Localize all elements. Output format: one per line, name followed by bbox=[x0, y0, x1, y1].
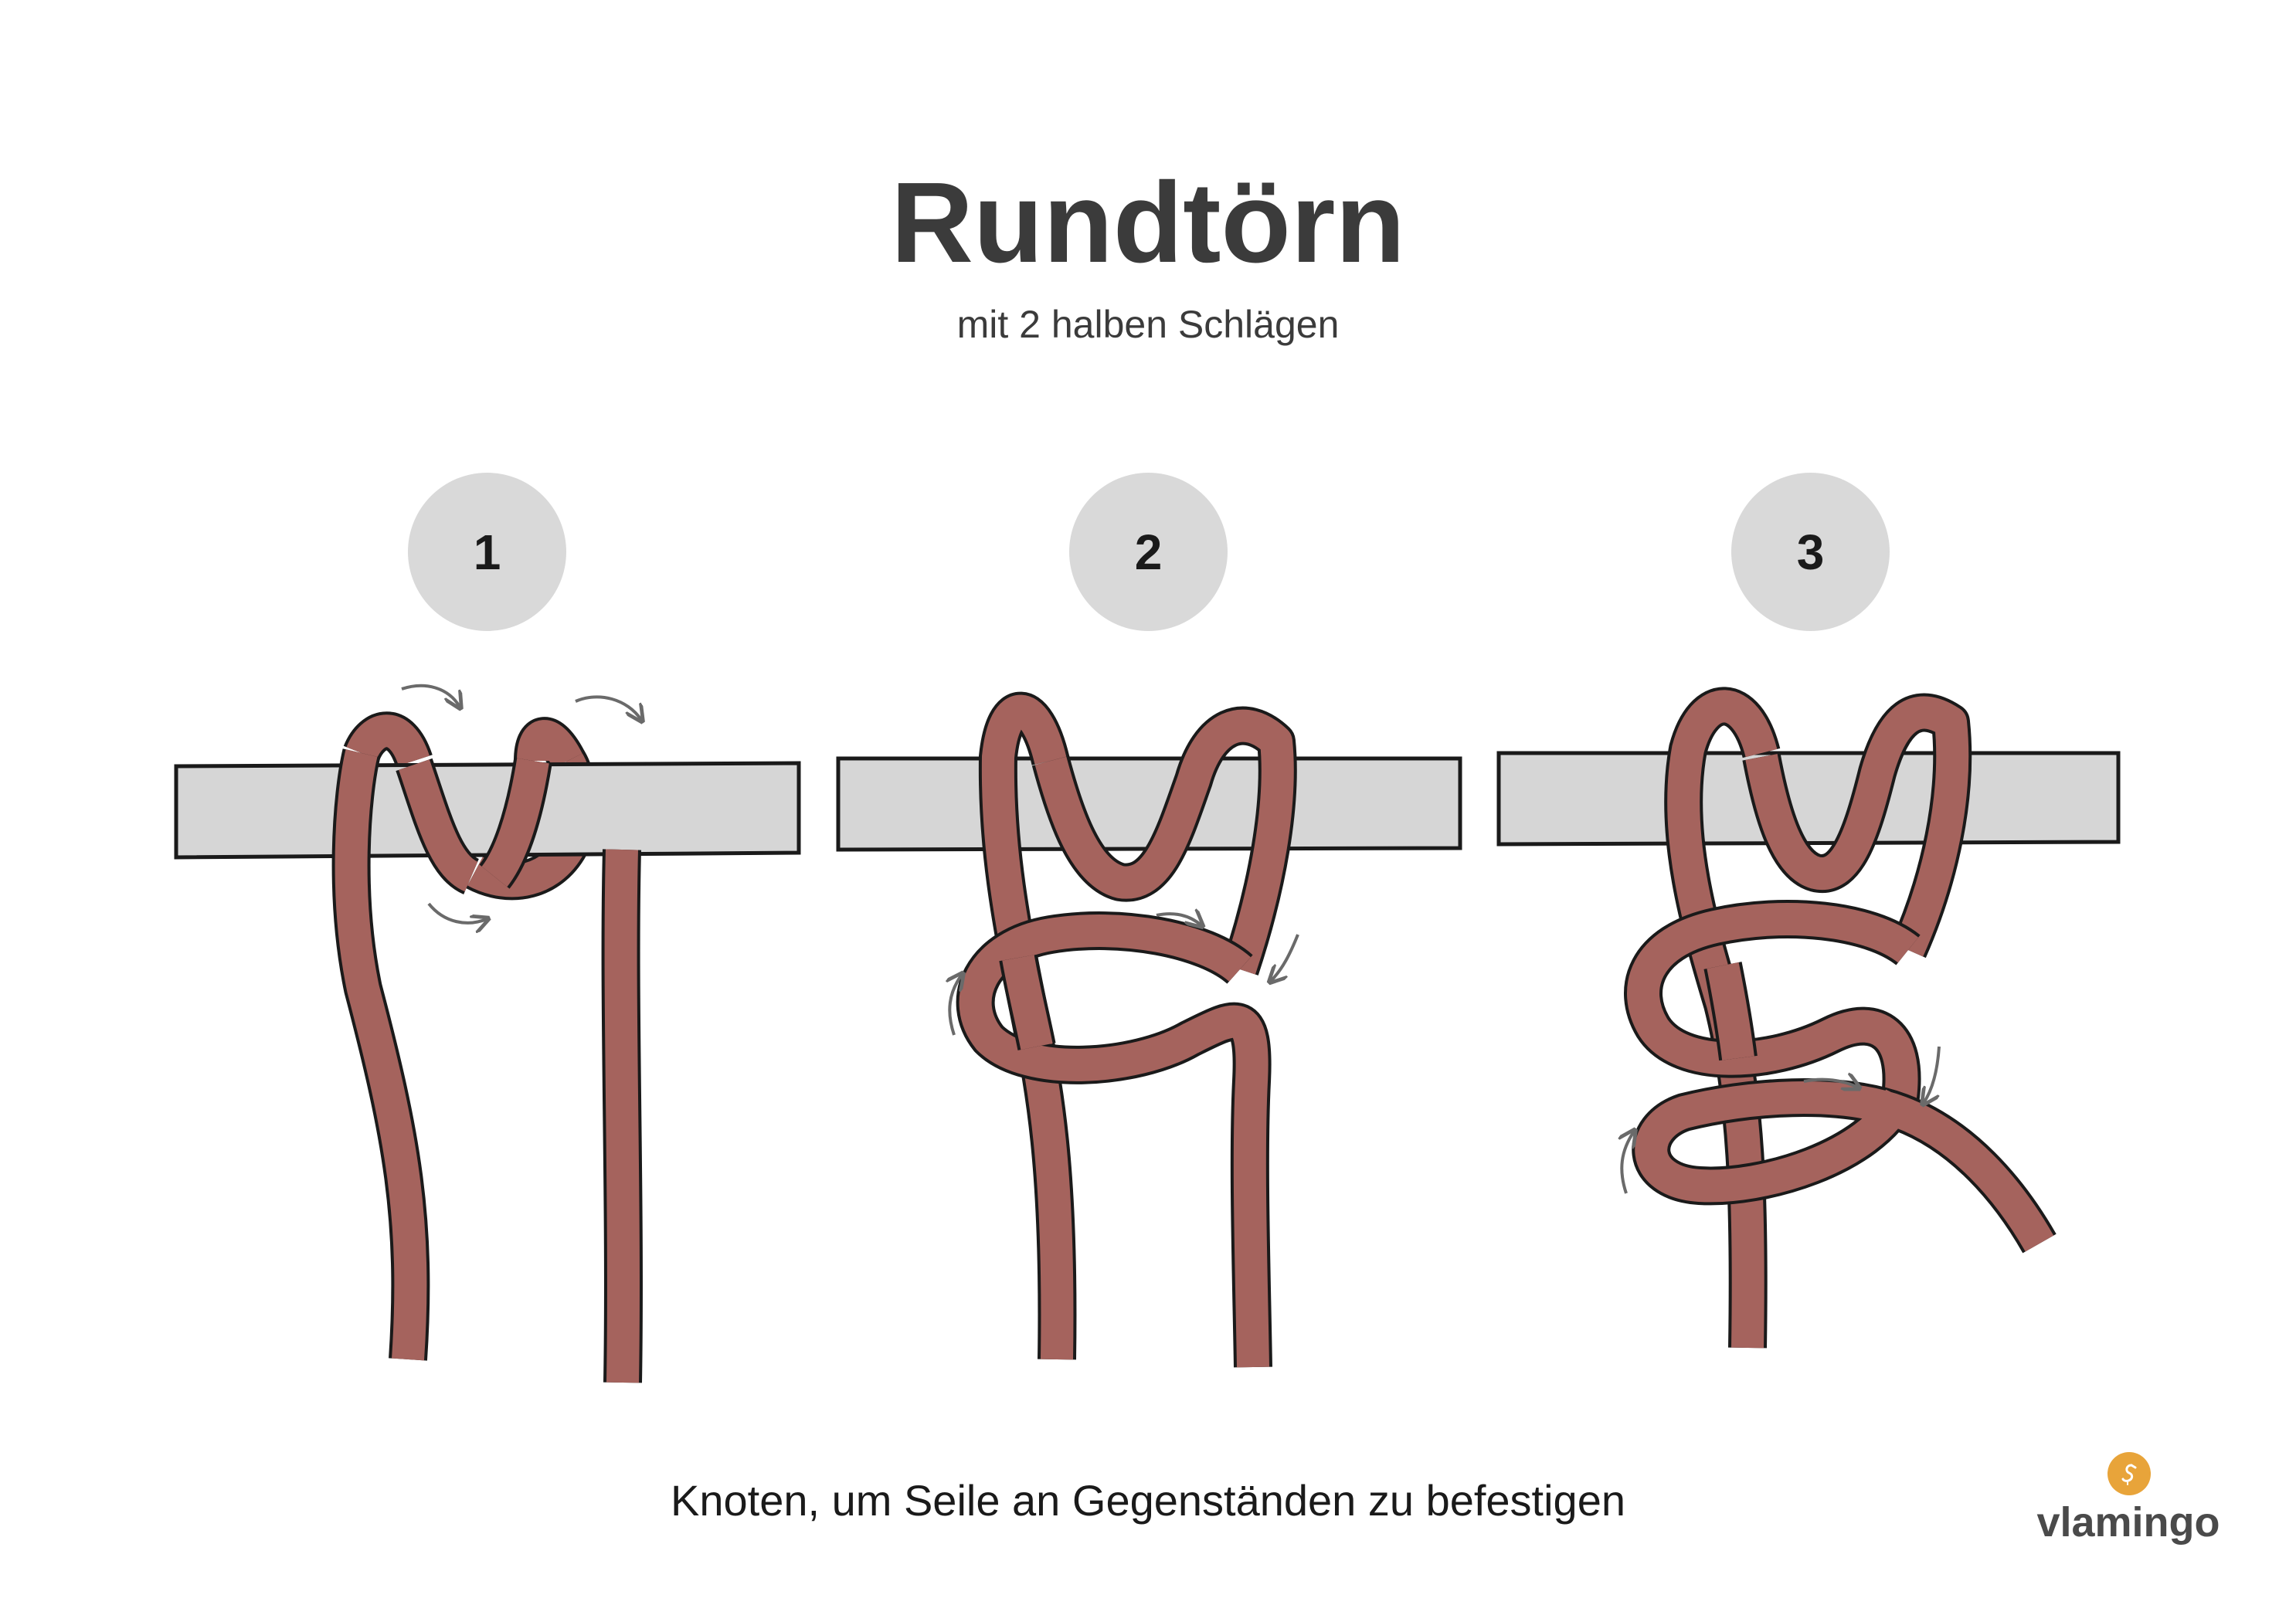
direction-arrow bbox=[1622, 1132, 1634, 1194]
page-title: Rundtörn bbox=[891, 159, 1405, 287]
direction-arrow bbox=[949, 975, 962, 1036]
rope-segment bbox=[481, 758, 549, 887]
brand-logo: vlamingo bbox=[2024, 1452, 2233, 1552]
rope-segment bbox=[399, 759, 479, 892]
direction-arrow bbox=[575, 695, 641, 720]
direction-arrow bbox=[401, 684, 460, 707]
step-number: 1 bbox=[473, 524, 501, 580]
rope-segment bbox=[1745, 696, 1969, 957]
rope-segment bbox=[1635, 1081, 2054, 1252]
rope-segment bbox=[604, 849, 640, 1383]
step-number: 3 bbox=[1796, 524, 1825, 580]
post-bar bbox=[836, 756, 1462, 852]
direction-arrow bbox=[1156, 914, 1201, 925]
flamingo-icon bbox=[2107, 1452, 2151, 1495]
rope-segment bbox=[346, 714, 430, 767]
direction-arrow bbox=[1924, 1046, 1941, 1103]
post-bar bbox=[174, 761, 801, 860]
step-badge-2: 2 bbox=[1069, 473, 1228, 631]
rope-segment bbox=[517, 720, 582, 769]
rope-segment bbox=[1034, 709, 1294, 975]
rope-segment bbox=[335, 749, 427, 1361]
direction-arrow bbox=[427, 902, 487, 923]
page-subtitle: mit 2 halben Schlägen bbox=[956, 303, 1340, 346]
direction-arrow bbox=[1271, 934, 1299, 981]
step-number: 2 bbox=[1134, 524, 1163, 580]
step-3-illustration bbox=[1496, 687, 2121, 1349]
rope-segment bbox=[1002, 955, 1053, 1050]
step-1-illustration bbox=[174, 684, 801, 1383]
step-2-illustration bbox=[836, 691, 1462, 1368]
rope-segment bbox=[1627, 903, 1919, 1099]
rope-segment bbox=[1707, 962, 1754, 1060]
post-bar bbox=[1496, 751, 2121, 847]
rope-segment bbox=[959, 914, 1269, 1368]
direction-arrow bbox=[1803, 1080, 1858, 1088]
step-badge-1: 1 bbox=[408, 473, 566, 631]
caption: Knoten, um Seile an Gegenständen zu befe… bbox=[671, 1476, 1625, 1525]
step-badge-3: 3 bbox=[1731, 473, 1890, 631]
brand-name: vlamingo bbox=[2036, 1499, 2220, 1546]
